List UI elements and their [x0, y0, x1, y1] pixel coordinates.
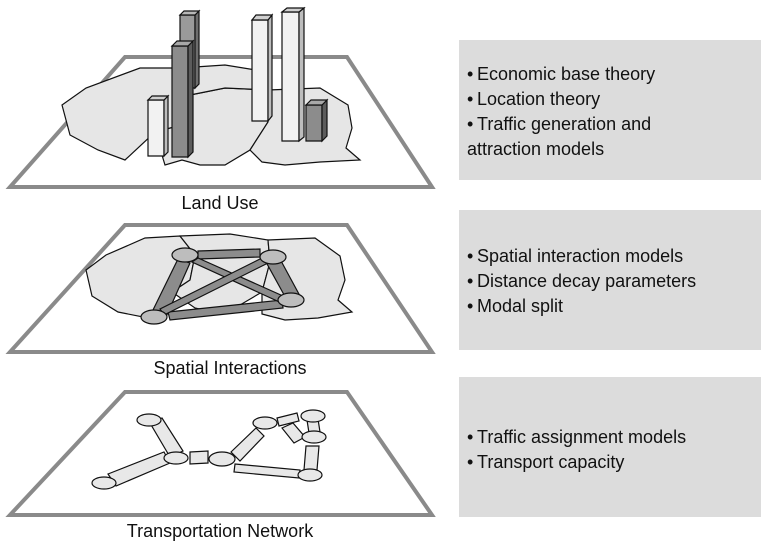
layer-caption-spatial-interactions: Spatial Interactions: [153, 358, 307, 378]
network-node: [301, 430, 327, 444]
bar-face: [251, 19, 269, 122]
road-link: [189, 450, 209, 465]
zone-node: [140, 309, 168, 325]
spatial-interactions-methods-panel: •Spatial interaction models •Distance de…: [459, 210, 761, 350]
bar-face: [147, 99, 165, 157]
layer-caption-transportation-network: Transportation Network: [126, 521, 314, 541]
bar-face: [281, 11, 300, 142]
bar-side: [267, 13, 273, 123]
method-item: •Traffic assignment models: [467, 427, 687, 447]
land-use-methods-panel: •Economic base theory •Location theory •…: [459, 40, 761, 180]
bar-top: [280, 7, 306, 13]
network-node: [91, 476, 117, 490]
transport-network-methods-panel: •Traffic assignment models •Transport ca…: [459, 377, 761, 517]
interaction-nodes: [140, 247, 305, 325]
road-link: [303, 445, 320, 471]
bar-side: [163, 94, 169, 158]
network-node: [252, 416, 278, 430]
road-link: [230, 427, 265, 462]
transport-network-layer: [5, 390, 436, 517]
network-node: [136, 413, 162, 427]
bar-top: [304, 99, 329, 106]
bar-side: [321, 98, 328, 143]
network-links: [107, 412, 321, 487]
network-node: [208, 451, 236, 467]
bar-face: [171, 45, 189, 158]
road-link: [276, 412, 300, 427]
spatial-interactions-layer: [5, 223, 436, 354]
method-item: •Distance decay parameters: [467, 271, 697, 291]
land-use-layer: [5, 6, 436, 189]
region-east: [249, 87, 362, 166]
network-node: [300, 409, 326, 423]
network-node: [297, 468, 323, 482]
bar-top: [250, 14, 274, 21]
method-item: •Economic base theory: [467, 64, 656, 84]
method-item: •Modal split: [467, 296, 564, 316]
bar-top: [170, 40, 195, 47]
method-item: •Transport capacity: [467, 452, 625, 472]
bar-face: [305, 104, 323, 142]
zone-node: [171, 247, 199, 263]
network-nodes: [91, 409, 327, 490]
zone-node: [259, 249, 287, 265]
bar-side: [194, 9, 200, 90]
method-item: •Spatial interaction models: [467, 246, 684, 266]
interaction-links: [151, 248, 301, 321]
bar-top: [178, 10, 201, 16]
bar-side: [187, 39, 194, 159]
bar-side: [298, 6, 305, 143]
network-node: [163, 451, 189, 465]
link-band: [167, 299, 284, 321]
method-item: •Location theory: [467, 89, 601, 109]
bar-top: [146, 95, 170, 101]
link-band: [197, 248, 261, 260]
zone-node: [277, 292, 305, 308]
land-use-bars: [146, 6, 329, 159]
method-item: •Traffic generation and attraction model…: [467, 114, 652, 159]
layer-caption-land-use: Land Use: [181, 193, 259, 213]
